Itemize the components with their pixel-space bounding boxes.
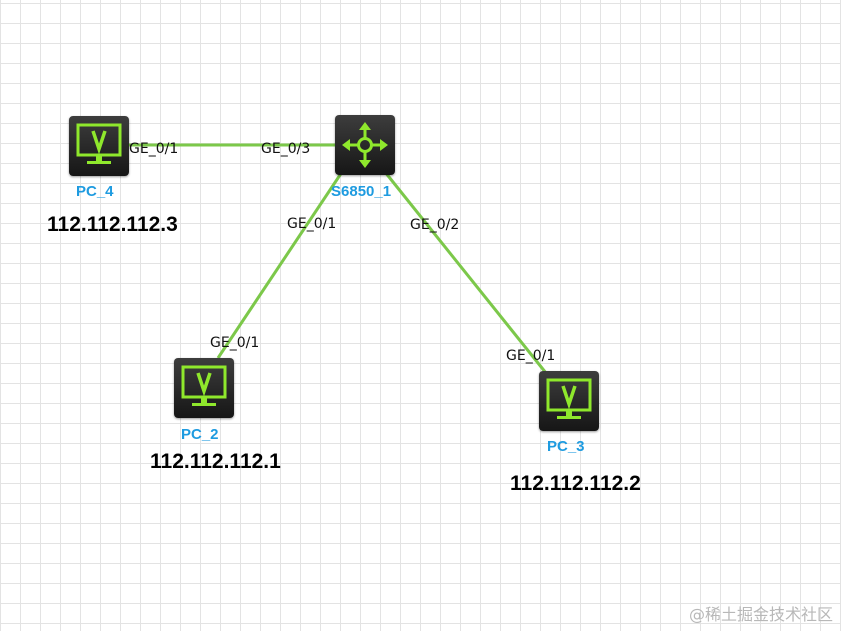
link-switch-pc2[interactable]: [216, 171, 344, 359]
port-label-switch-ge02: GE_0/2: [410, 217, 460, 233]
pc2-label: PC_2: [181, 426, 219, 443]
port-label-switch-ge01: GE_0/1: [287, 216, 337, 232]
switch-device[interactable]: [335, 115, 395, 175]
watermark: @稀土掘金技术社区: [688, 605, 833, 624]
pc3-device[interactable]: [539, 371, 599, 431]
link-switch-pc3[interactable]: [383, 171, 548, 374]
port-label-pc2-ge01: GE_0/1: [210, 335, 260, 351]
port-label-pc3-ge01: GE_0/1: [506, 348, 556, 364]
pc4-device[interactable]: [69, 116, 129, 176]
monitor-icon: [181, 365, 227, 406]
pc2-device[interactable]: [174, 358, 234, 418]
pc2-ip: 112.112.112.1: [150, 450, 281, 473]
switch-label: S6850_1: [331, 183, 392, 200]
port-label-pc4-ge01: GE_0/1: [129, 141, 179, 157]
pc3-ip: 112.112.112.2: [510, 472, 641, 495]
router-icon: [342, 122, 388, 168]
pc4-label: PC_4: [76, 183, 114, 200]
monitor-icon: [546, 378, 592, 419]
port-label-switch-ge03: GE_0/3: [261, 141, 311, 157]
monitor-icon: [76, 123, 122, 164]
pc3-label: PC_3: [547, 438, 585, 455]
pc4-ip: 112.112.112.3: [47, 213, 178, 236]
